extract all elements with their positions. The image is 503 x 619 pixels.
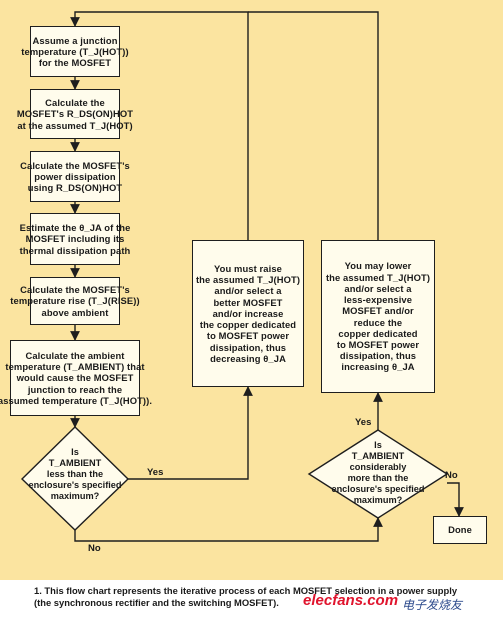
decision-text-2: Is T_AMBIENT considerably more than the … [309, 440, 447, 506]
branch-label-d2-yes: Yes [355, 417, 372, 428]
step-text: using R_DS(ON)HOT [27, 182, 123, 194]
decision-line: enclosure's specified [331, 484, 425, 494]
footnote-line: 1. This flow chart represents the iterat… [34, 585, 458, 596]
branch-label-d1-no: No [88, 543, 101, 554]
decision-line: Is [71, 447, 79, 457]
step-text: the assumed T_J(HOT) [195, 274, 301, 286]
watermark-logo: elecfans.com [303, 592, 399, 609]
watermark-chinese: 电子发烧友 [402, 598, 463, 612]
step-text: MOSFET's R_DS(ON)HOT [16, 108, 134, 120]
step-text: assumed temperature (T_J(HOT)). [0, 394, 153, 406]
step-text: Calculate the MOSFET's [20, 284, 130, 296]
step-text: to MOSFET power [206, 330, 290, 342]
step-text: less-expensive [343, 294, 413, 306]
branch-label-d2-no: No [445, 470, 458, 481]
decision-line: T_AMBIENT [48, 458, 102, 468]
step-box-estimate-theta-ja: Estimate the θ_JA of the MOSFET includin… [20, 213, 130, 265]
step-text: dissipation, thus [209, 341, 287, 353]
step-text: better MOSFET [213, 296, 283, 308]
decision-line: enclosure's specified [28, 480, 122, 490]
step-text: dissipation, thus [339, 350, 417, 362]
step-box-raise-temperature: You must raise the assumed T_J(HOT) and/… [192, 240, 304, 387]
flowchart-canvas: Assume a junction temperature (T_J(HOT))… [0, 0, 503, 580]
step-text: the copper dedicated [199, 319, 297, 331]
step-text: Calculate the [45, 97, 105, 109]
step-text: at the assumed T_J(HOT) [17, 119, 133, 131]
footnote-line: (the synchronous rectifier and the switc… [34, 596, 279, 608]
step-text: You may lower [344, 260, 412, 272]
step-text: Done [448, 524, 472, 536]
step-text: Calculate the MOSFET's [20, 159, 130, 171]
step-text: temperature (T_J(HOT)) [21, 45, 129, 57]
flowchart-connectors [20, 11, 464, 542]
step-text: for the MOSFET [38, 57, 112, 69]
step-text: junction to reach the [27, 383, 123, 395]
decision-line: more than the [347, 473, 409, 483]
step-box-lower-temperature: You may lower the assumed T_J(HOT) and/o… [321, 240, 435, 393]
step-text: Calculate the ambient [25, 349, 125, 361]
decision-line: maximum? [50, 491, 100, 501]
step-text: and/or select a [344, 282, 412, 294]
step-text: to MOSFET power [336, 338, 420, 350]
step-box-calc-rdson: Calculate the MOSFET's R_DS(ON)HOT at th… [17, 89, 133, 139]
step-text: copper dedicated [338, 327, 418, 339]
step-text: above ambient [41, 306, 109, 318]
step-text: increasing θ_JA [341, 361, 415, 373]
branch-label-d1-yes: Yes [147, 467, 164, 478]
arrow-d2-no [447, 482, 464, 517]
arrow-d1-yes [128, 386, 253, 480]
step-text: power dissipation [34, 170, 116, 182]
step-text: You must raise [214, 263, 282, 275]
step-text: and/or select a [214, 285, 282, 297]
step-text: reduce the [353, 316, 403, 328]
step-box-done: Done [433, 516, 487, 544]
step-text: Estimate the θ_JA of the [19, 222, 131, 234]
decision-line: maximum? [353, 495, 403, 505]
step-text: the assumed T_J(HOT) [325, 271, 431, 283]
step-box-power-dissipation: Calculate the MOSFET's power dissipation… [20, 151, 130, 202]
step-text: temperature (T_AMBIENT) that [5, 361, 145, 373]
arrow-raise-to-b1 [70, 11, 249, 240]
step-text: and/or increase [212, 307, 284, 319]
arrow-lower-to-top [248, 11, 379, 240]
step-text: MOSFET and/or [342, 305, 414, 317]
decision-line: Is [374, 440, 382, 450]
step-text: thermal dissipation path [19, 244, 131, 256]
step-text: decreasing θ_JA [210, 352, 286, 364]
decision-diamond-2 [307, 429, 449, 519]
decision-line: T_AMBIENT [351, 451, 405, 461]
step-box-assume-temperature: Assume a junction temperature (T_J(HOT))… [21, 26, 129, 77]
step-text: Assume a junction [32, 34, 118, 46]
step-text: would cause the MOSFET [16, 372, 134, 384]
decision-text-1: Is T_AMBIENT less than the enclosure's s… [22, 447, 128, 502]
step-box-temperature-rise: Calculate the MOSFET's temperature rise … [10, 277, 140, 325]
decision-line: considerably [349, 462, 407, 472]
footnote: 1. This flow chart represents the iterat… [34, 585, 502, 608]
decision-line: less than the [46, 469, 104, 479]
arrow-d1-no [74, 517, 383, 542]
step-box-ambient-temperature: Calculate the ambient temperature (T_AMB… [0, 340, 152, 416]
decision-diamond-1 [20, 426, 130, 531]
step-text: MOSFET including its [25, 233, 125, 245]
step-text: temperature rise (T_J(RISE)) [10, 295, 140, 307]
